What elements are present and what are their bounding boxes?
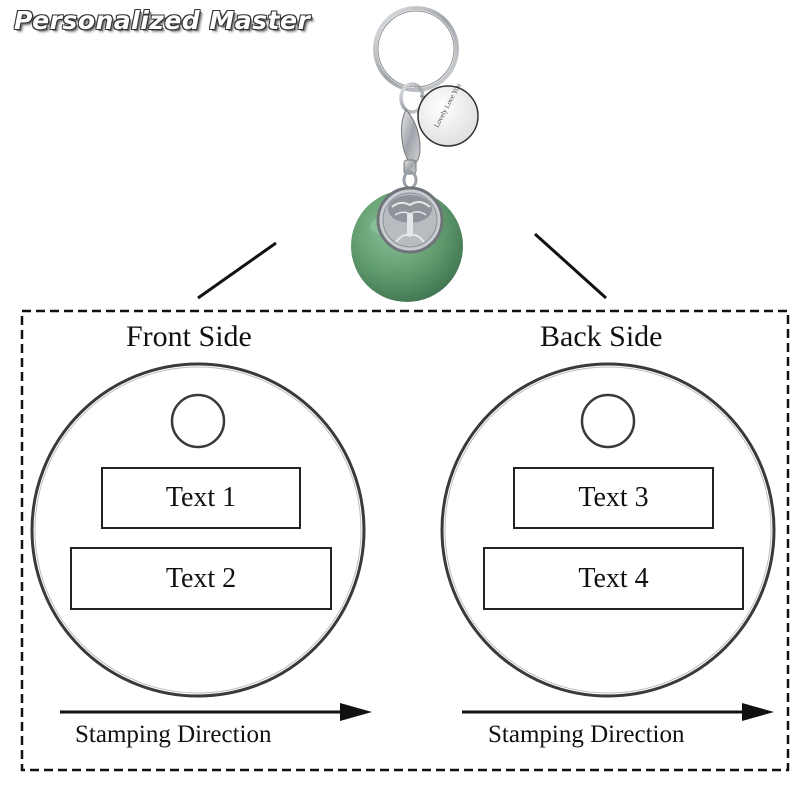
front-side-title: Front Side bbox=[126, 320, 252, 353]
keychain-illustration: Lovely Love You bbox=[351, 6, 479, 302]
jump-ring-icon bbox=[399, 82, 425, 114]
dashed-frame bbox=[20, 309, 790, 772]
back-text-line-4: Text 4 bbox=[483, 547, 744, 610]
front-disc-hole bbox=[170, 393, 226, 449]
front-stamping-direction-label: Stamping Direction bbox=[75, 721, 272, 748]
front-text-line-2: Text 2 bbox=[70, 547, 332, 610]
front-disc bbox=[30, 362, 366, 698]
back-side-title: Back Side bbox=[540, 320, 663, 353]
back-text-line-3: Text 3 bbox=[513, 467, 714, 529]
lobster-clasp-icon bbox=[401, 109, 421, 165]
pointer-line-right bbox=[533, 232, 608, 300]
brand-logo: Personalized Master bbox=[14, 6, 311, 35]
pointer-line-left bbox=[197, 241, 277, 300]
front-direction-arrow-icon bbox=[60, 703, 372, 721]
back-disc bbox=[440, 362, 776, 698]
back-stamping-direction-label: Stamping Direction bbox=[488, 721, 685, 748]
engraved-tag: Lovely Love You bbox=[417, 82, 479, 147]
front-text-line-1: Text 1 bbox=[101, 467, 301, 529]
split-ring-icon bbox=[373, 6, 459, 92]
back-disc-hole bbox=[580, 393, 636, 449]
back-direction-arrow-icon bbox=[462, 703, 774, 721]
tree-of-life-icon bbox=[376, 186, 444, 254]
